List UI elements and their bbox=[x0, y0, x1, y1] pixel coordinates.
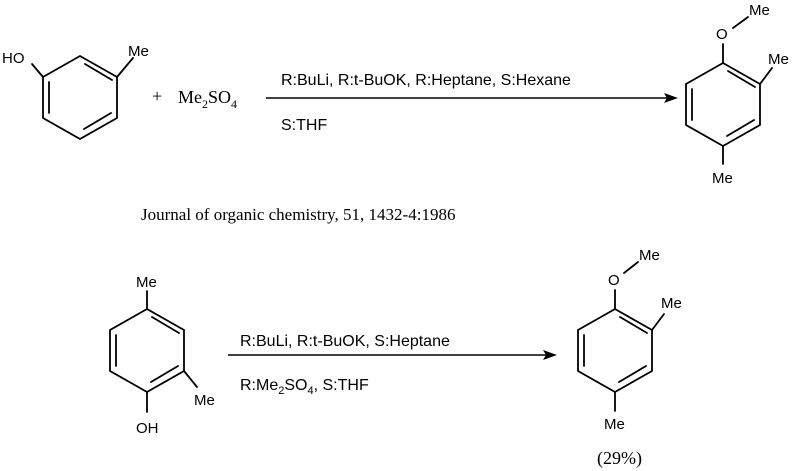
reaction-2: Me Me OH R:BuLi, R:t-BuOK, S:Heptane R:M… bbox=[109, 247, 682, 469]
aromatic-double-bond bbox=[84, 63, 113, 81]
reaction1-arrowhead bbox=[664, 93, 678, 103]
reaction2-conditions-below: R:Me2SO4, S:THF bbox=[240, 377, 369, 397]
c-me-bond bbox=[116, 57, 134, 78]
oxygen-atom: O bbox=[716, 26, 728, 43]
c-me-bond bbox=[183, 370, 198, 388]
hydroxyl-label: HO bbox=[2, 50, 25, 67]
aromatic-double-bond bbox=[727, 70, 756, 88]
dimethyl-sulfate-label: Me2SO4 bbox=[178, 87, 237, 111]
o-me-bond bbox=[732, 16, 749, 29]
ortho-methyl-label: Me bbox=[194, 392, 215, 409]
yield-label: (29%) bbox=[597, 448, 642, 469]
top-methyl-label: Me bbox=[136, 274, 157, 291]
methoxy-methyl-label: Me bbox=[749, 2, 770, 19]
reaction2-conditions-above: R:BuLi, R:t-BuOK, S:Heptane bbox=[240, 333, 450, 350]
methyl-label: Me bbox=[128, 43, 149, 60]
c-me-bond bbox=[651, 313, 665, 331]
aromatic-double-bond bbox=[726, 119, 755, 137]
dimethylphenol-structure: Me Me OH bbox=[109, 274, 215, 437]
journal-reference: Journal of organic chemistry, 51, 1432-4… bbox=[141, 205, 455, 224]
product1-structure: O Me Me Me bbox=[685, 2, 789, 187]
benzene-ring bbox=[685, 61, 761, 148]
aromatic-double-bond bbox=[150, 365, 179, 383]
aromatic-double-bond bbox=[83, 112, 112, 130]
reaction2-arrowhead bbox=[543, 350, 557, 360]
aromatic-double-bond bbox=[619, 316, 648, 334]
aromatic-double-bond bbox=[151, 316, 180, 334]
reaction1-conditions-below: S:THF bbox=[281, 117, 327, 134]
oxygen-atom: O bbox=[608, 272, 620, 289]
ortho-methyl-label: Me bbox=[768, 51, 789, 68]
reaction-1: HO Me + Me2SO4 R:BuLi, R:t-BuOK, R:Hepta… bbox=[2, 2, 789, 187]
benzene-ring bbox=[577, 307, 653, 394]
methoxy-methyl-label: Me bbox=[639, 247, 660, 264]
c-me-bond bbox=[759, 67, 773, 85]
reaction1-conditions-above: R:BuLi, R:t-BuOK, R:Heptane, S:Hexane bbox=[281, 72, 571, 89]
para-methyl-label: Me bbox=[712, 170, 733, 187]
m-cresol-structure: HO Me bbox=[2, 43, 149, 141]
o-me-bond bbox=[623, 261, 639, 274]
benzene-ring bbox=[109, 307, 185, 394]
aromatic-double-bond bbox=[618, 365, 647, 383]
benzene-ring bbox=[42, 54, 118, 141]
para-methyl-label: Me bbox=[604, 416, 625, 433]
ortho-methyl-label: Me bbox=[661, 295, 682, 312]
plus-sign: + bbox=[152, 86, 162, 106]
product2-structure: O Me Me Me bbox=[577, 247, 682, 433]
c-o-bond bbox=[31, 63, 44, 78]
hydroxyl-label: OH bbox=[136, 420, 159, 437]
